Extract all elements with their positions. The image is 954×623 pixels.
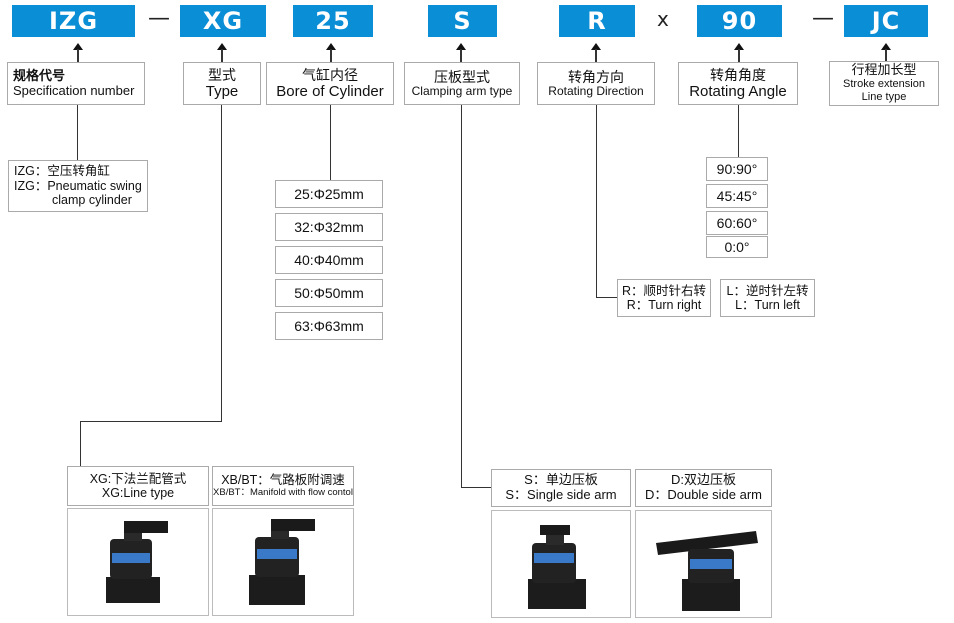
label-spec-cn: 规格代号 [13,67,66,83]
type-xb-cn: XB/BT：气路板附调速 [221,473,345,488]
label-type-en: Type [205,82,239,100]
type-xg-en: XG:Line type [101,486,175,500]
connector-line [330,105,331,180]
code-xg: XG [180,5,266,37]
type-xg-cn: XG:下法兰配管式 [89,471,187,486]
bore-option: 63:Φ63mm [275,312,383,340]
label-bore: 气缸内径 Bore of Cylinder [266,62,394,105]
label-angle: 转角角度 Rotating Angle [678,62,798,105]
direction-right-cn: R：顺时针右转 [621,283,707,298]
direction-left-cn: L：逆时针左转 [726,283,809,298]
arm-single-en: S：Single side arm [505,487,617,502]
arrow-up-icon [217,43,227,50]
arrow-up-icon [734,43,744,50]
direction-right-option: R：顺时针右转 R：Turn right [617,279,711,317]
bore-option: 25:Φ25mm [275,180,383,208]
label-stroke-en2: Line type [861,90,907,103]
arrow-up-icon [591,43,601,50]
label-direction-en: Rotating Direction [548,83,644,98]
connector-line [596,105,597,298]
arrow-up-icon [73,43,83,50]
label-direction-cn: 转角方向 [568,68,624,85]
label-stroke: 行程加长型 Stroke extension Line type [829,61,939,106]
swing-clamp-cylinder-image [249,519,315,605]
connector-line [461,487,491,488]
arm-double-option: D:双边压板 D：Double side arm [635,469,772,507]
type-xb-en: XB/BT：Manifold with flow contol [213,486,353,498]
bore-option: 32:Φ32mm [275,213,383,241]
label-stroke-cn: 行程加长型 [851,62,917,78]
label-type: 型式 Type [183,62,261,105]
separator-times: x [657,7,669,31]
connector-line [460,49,462,62]
code-arm: S [428,5,497,37]
label-spec-en: Specification number [13,82,135,98]
connector-line [330,49,332,62]
angle-option: 0:0° [706,236,768,258]
code-stroke: JC [844,5,928,37]
angle-option: 90:90° [706,157,768,181]
izg-desc-line2: IZG：Pneumatic swing [14,178,142,193]
code-angle: 90 [697,5,782,37]
arm-double-cn: D:双边压板 [670,472,736,488]
label-direction: 转角方向 Rotating Direction [537,62,655,105]
swing-clamp-cylinder-image [656,531,758,611]
label-type-cn: 型式 [208,66,236,83]
product-image-double-arm [635,510,772,618]
product-image-single-arm [491,510,631,618]
angle-option: 60:60° [706,211,768,235]
separator-dash: — [148,6,170,31]
swing-clamp-cylinder-image [528,525,586,609]
arrow-up-icon [326,43,336,50]
connector-line [738,49,740,62]
izg-desc-line3: clamp cylinder [52,193,132,208]
label-bore-cn: 气缸内径 [302,66,358,83]
izg-desc-line1: IZG：空压转角缸 [14,164,110,179]
code-direction: R [559,5,635,37]
label-bore-en: Bore of Cylinder [276,82,384,100]
label-arm: 压板型式 Clamping arm type [404,62,520,105]
arrow-up-icon [456,43,466,50]
product-image-xb [212,508,354,616]
type-xb-option: XB/BT：气路板附调速 XB/BT：Manifold with flow co… [212,466,354,506]
label-arm-en: Clamping arm type [411,83,513,98]
connector-line [80,421,222,422]
connector-line [738,105,739,157]
type-xg-option: XG:下法兰配管式 XG:Line type [67,466,209,506]
connector-line [77,49,79,62]
arm-single-cn: S：单边压板 [524,472,598,488]
bore-option: 40:Φ40mm [275,246,383,274]
label-stroke-en1: Stroke extension [843,78,925,91]
connector-line [221,105,222,422]
code-izg: IZG [12,5,135,37]
direction-left-option: L：逆时针左转 L：Turn left [720,279,815,317]
product-image-xg [67,508,209,616]
connector-line [221,49,223,62]
arrow-up-icon [881,43,891,50]
connector-line [77,105,78,160]
connector-line [595,49,597,62]
arm-single-option: S：单边压板 S：Single side arm [491,469,631,507]
connector-line [80,421,81,466]
code-bore: 25 [293,5,373,37]
label-angle-en: Rotating Angle [689,82,787,100]
connector-line [596,297,617,298]
connector-line [461,105,462,488]
separator-dash-2: — [812,6,834,31]
arm-double-en: D：Double side arm [644,487,763,502]
swing-clamp-cylinder-image [106,521,168,603]
direction-left-en: L：Turn left [735,298,800,312]
direction-right-en: R：Turn right [626,298,702,312]
bore-option: 50:Φ50mm [275,279,383,307]
connector-line [885,49,887,61]
label-arm-cn: 压板型式 [434,68,490,85]
izg-description: IZG：空压转角缸 IZG：Pneumatic swing clamp cyli… [8,160,148,212]
angle-option: 45:45° [706,184,768,208]
label-spec: 规格代号 Specification number [7,62,145,105]
label-angle-cn: 转角角度 [710,66,766,83]
